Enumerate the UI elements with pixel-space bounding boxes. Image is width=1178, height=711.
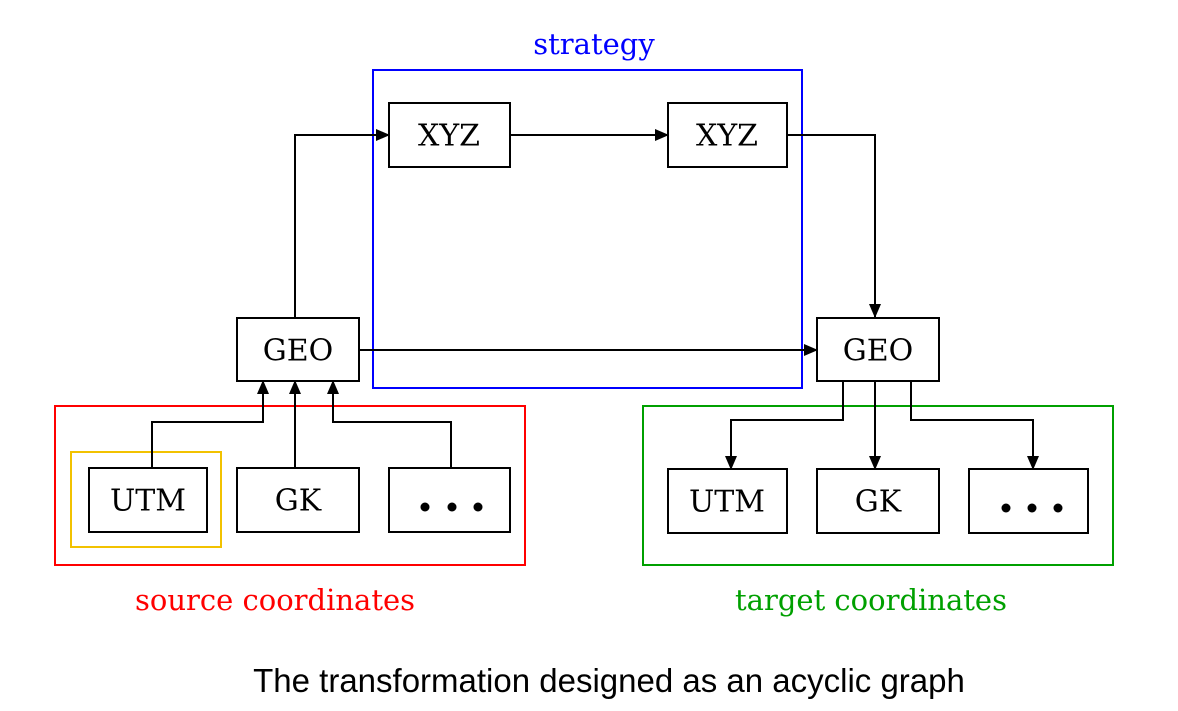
edge-xyz-to-geo-target <box>787 134 881 318</box>
node-label: XYZ <box>418 119 480 154</box>
node-geo-source: GEO <box>236 317 360 382</box>
node-xyz-source: XYZ <box>388 102 511 168</box>
strategy-label: strategy <box>533 27 655 61</box>
ellipsis-icon <box>1001 503 1063 513</box>
target-coordinates-frame <box>642 405 1114 566</box>
node-utm-source: UTM <box>88 467 208 533</box>
diagram-caption: The transformation designed as an acycli… <box>253 662 965 699</box>
selected-utm-highlight <box>70 451 222 548</box>
node-more-source <box>388 467 511 533</box>
target-coordinates-label: target coordinates <box>735 583 1007 617</box>
node-label: GEO <box>263 334 333 369</box>
source-coordinates-frame <box>54 405 526 566</box>
node-label: UTM <box>110 484 186 519</box>
node-label: XYZ <box>696 119 758 154</box>
edge-utm-to-geo <box>151 380 269 468</box>
edge-more-to-geo <box>327 380 452 468</box>
edge-geo-to-xyz <box>294 129 390 318</box>
node-gk-source: GK <box>236 467 360 533</box>
node-label: UTM <box>689 485 765 520</box>
node-gk-target: GK <box>816 468 940 534</box>
node-xyz-target: XYZ <box>667 102 788 168</box>
node-label: GEO <box>843 334 913 369</box>
node-label: GK <box>275 484 322 519</box>
ellipsis-icon <box>420 502 483 512</box>
source-coordinates-label: source coordinates <box>135 583 415 617</box>
node-label: GK <box>855 485 902 520</box>
node-utm-target: UTM <box>667 468 788 534</box>
edge-geo-to-more <box>910 381 1039 470</box>
node-geo-target: GEO <box>816 317 940 382</box>
edge-geo-to-utm <box>725 381 844 470</box>
node-more-target <box>968 468 1089 534</box>
strategy-frame <box>372 69 803 389</box>
